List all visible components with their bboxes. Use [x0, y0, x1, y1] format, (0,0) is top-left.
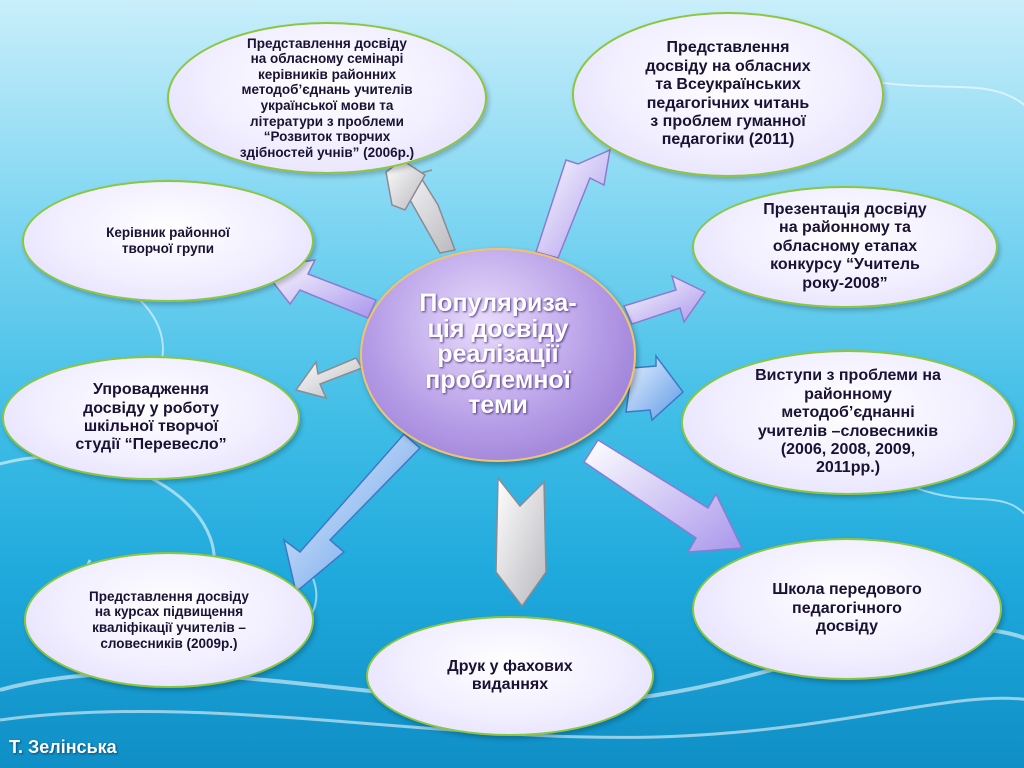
node-pedagogical-readings: Представлення досвіду на обласних та Все… [572, 12, 884, 177]
node-advanced-courses-label: Представлення досвіду на курсах підвищен… [89, 588, 249, 651]
node-pedagogical-readings-label: Представлення досвіду на обласних та Все… [645, 39, 811, 149]
node-teacher-of-year-label: Презентація досвіду на районному та обла… [763, 201, 927, 292]
node-school-studio-label: Упровадження досвіду у роботу шкільної т… [75, 381, 227, 454]
node-creative-group-leader: Керівник районної творчої групи [22, 180, 314, 302]
node-school-of-experience: Школа передового педагогічного досвіду [692, 538, 1002, 680]
node-methodical-speeches: Виступи з проблеми на районному методоб’… [681, 350, 1015, 495]
node-regional-seminar: Представлення досвіду на обласному семін… [167, 22, 487, 174]
arrow-to-pedagogical-readings [535, 148, 611, 259]
node-school-studio: Упровадження досвіду у роботу шкільної т… [2, 356, 300, 480]
center-topic: Популяриза- ція досвіду реалізації пробл… [360, 248, 636, 462]
center-topic-label: Популяриза- ція досвіду реалізації пробл… [419, 289, 577, 420]
node-school-of-experience-label: Школа передового педагогічного досвіду [772, 581, 922, 636]
node-teacher-of-year: Презентація досвіду на районному та обла… [692, 186, 998, 308]
arrow-to-methodical-speeches [625, 353, 685, 422]
arrow-to-teacher-of-year [622, 274, 707, 325]
arrow-to-publications [495, 475, 547, 608]
node-advanced-courses: Представлення досвіду на курсах підвищен… [24, 552, 314, 688]
author-caption: Т. Зелінська [9, 737, 117, 757]
arrow-to-advanced-courses [282, 432, 422, 594]
arrow-to-school-of-experience [582, 438, 744, 553]
node-publications: Друк у фахових виданнях [366, 616, 654, 736]
node-publications-label: Друк у фахових виданнях [447, 657, 573, 693]
node-methodical-speeches-label: Виступи з проблеми на районному методоб’… [755, 367, 941, 477]
node-creative-group-leader-label: Керівник районної творчої групи [106, 225, 230, 256]
arrow-to-school-studio [294, 357, 364, 400]
node-regional-seminar-label: Представлення досвіду на обласному семін… [239, 35, 415, 160]
